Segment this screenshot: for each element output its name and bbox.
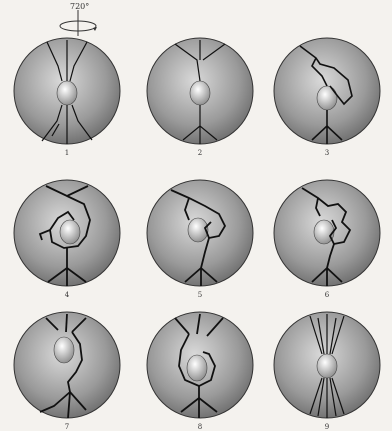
panel-2: 2 <box>145 36 255 154</box>
panel-3: 3 <box>272 36 382 154</box>
sphere-diagram-4 <box>12 178 122 288</box>
panel-5: 5 <box>145 178 255 296</box>
panel-6: 6 <box>272 178 382 296</box>
panel-7: 7 <box>12 310 122 428</box>
panel-label: 3 <box>272 149 382 157</box>
panel-label: 6 <box>272 291 382 299</box>
sphere-diagram-2 <box>145 36 255 146</box>
sphere-diagram-9 <box>272 310 382 420</box>
sphere-diagram-3 <box>272 36 382 146</box>
panel-label: 2 <box>145 149 255 157</box>
panel-label: 7 <box>12 423 122 431</box>
panel-1: 1 <box>12 36 122 154</box>
panel-label: 8 <box>145 423 255 431</box>
panel-4: 4 <box>12 178 122 296</box>
panel-label: 5 <box>145 291 255 299</box>
panel-label: 4 <box>12 291 122 299</box>
panel-label: 1 <box>12 149 122 157</box>
sphere-diagram-8 <box>145 310 255 420</box>
sphere-diagram-5 <box>145 178 255 288</box>
sphere-diagram-7 <box>12 310 122 420</box>
panel-label: 9 <box>272 423 382 431</box>
panel-8: 8 <box>145 310 255 428</box>
rotation-label: 720° <box>70 2 89 11</box>
sphere-diagram-6 <box>272 178 382 288</box>
panel-9: 9 <box>272 310 382 428</box>
sphere-diagram-1 <box>12 36 122 146</box>
